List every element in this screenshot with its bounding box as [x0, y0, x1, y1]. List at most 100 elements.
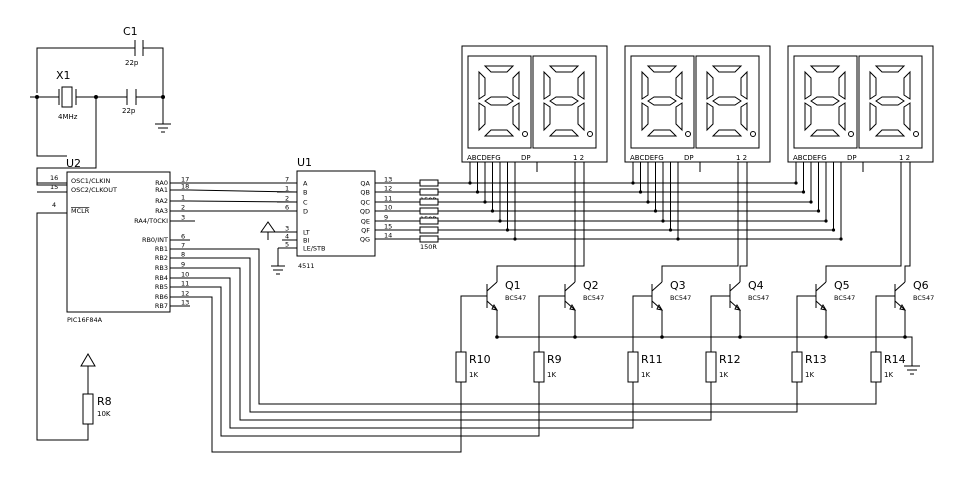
u1-part: 4511 — [298, 262, 315, 270]
u2-pin-num: 6 — [181, 233, 185, 241]
display-segment — [483, 65, 515, 73]
segment-resistor — [419, 217, 439, 225]
u1-pin-num: 14 — [384, 232, 392, 240]
u1-pin-name: QE — [361, 218, 370, 226]
display-digit-pins: 1 2 — [899, 154, 910, 162]
wire-digit-drive — [190, 286, 540, 437]
resistor-ref: R11 — [641, 353, 663, 366]
u1-pin-num: 6 — [285, 204, 289, 212]
segment-resistor — [419, 226, 439, 234]
ground-icon — [904, 365, 920, 375]
oscillator-section: C1 22p X1 4MHz 22p — [30, 25, 171, 186]
ground-icon — [271, 248, 285, 275]
wire-digit-drive — [190, 296, 462, 453]
transistor-part: BC547 — [670, 294, 691, 302]
u2-pin-num: 10 — [181, 271, 189, 279]
transistor-ref: Q5 — [834, 279, 850, 292]
emitter-arrow-icon — [899, 303, 907, 311]
wire-base — [460, 295, 487, 352]
wire-digit-select — [904, 162, 911, 282]
wire-base — [710, 295, 730, 352]
display-segment — [641, 70, 649, 100]
u1-pins: 7A1B2C6D3LT4BI5LE/STB13QA150R12QB150R11Q… — [277, 176, 439, 253]
u1-pin-name: QF — [361, 227, 370, 235]
mclr-circuit: R8 10K — [36, 212, 112, 441]
display-segment — [484, 96, 514, 106]
u1-pin-name: LE/STB — [303, 245, 325, 253]
display-segment — [875, 96, 905, 106]
display-segment — [874, 65, 906, 73]
transistor-emitter — [486, 300, 498, 311]
u1-pin-name: QD — [360, 208, 370, 216]
u2-pin-num: 17 — [181, 176, 189, 184]
wire-lt — [267, 231, 282, 240]
display-segment — [641, 102, 649, 132]
digit-window — [532, 55, 597, 149]
display-segment — [903, 70, 911, 100]
wire-c1 — [36, 47, 164, 97]
u1-pin-name: QC — [360, 199, 370, 207]
u2-pin-name: RB4 — [155, 274, 168, 282]
segment-resistor-value: 150R — [420, 243, 437, 251]
wire-digit-select — [574, 162, 585, 282]
decimal-point — [913, 131, 919, 137]
transistor-collector — [815, 281, 827, 292]
wire-digit-select — [825, 162, 902, 282]
display-segment — [512, 70, 520, 100]
display-segment — [478, 70, 486, 100]
u2-pin-num: 2 — [181, 204, 185, 212]
u1-pin-num: 7 — [285, 176, 289, 184]
u2-pin-num: 13 — [181, 299, 189, 307]
r8-value: 10K — [97, 410, 111, 418]
u1-pin-num: 15 — [384, 223, 392, 231]
u2-ref: U2 — [66, 157, 81, 170]
display-segment — [869, 70, 877, 100]
wire-base — [632, 295, 652, 352]
segment-resistor — [419, 198, 439, 206]
display-dp-pin: DP — [521, 154, 531, 162]
display-segment — [711, 129, 743, 137]
r8-body — [82, 393, 94, 425]
display-segment — [478, 102, 486, 132]
emitter-arrow-icon — [569, 303, 577, 311]
display-segment — [543, 70, 551, 100]
decimal-point — [848, 131, 854, 137]
transistor-collector — [894, 281, 906, 292]
transistor-collector — [729, 281, 741, 292]
u1-pin-name: QA — [360, 180, 370, 188]
wire-digit-select — [496, 162, 576, 282]
digit-window — [467, 55, 532, 149]
display-segment — [647, 96, 677, 106]
u1-pin-name: D — [303, 208, 308, 216]
wire-digit-select — [739, 162, 748, 282]
u2-pin-num: 8 — [181, 251, 185, 259]
transistor-part: BC547 — [505, 294, 526, 302]
segment-resistor — [419, 179, 439, 187]
wire-mclr — [36, 212, 89, 441]
u1-pin-name: B — [303, 189, 307, 197]
x1-value: 4MHz — [58, 113, 78, 121]
u1-pin-num: 3 — [285, 225, 289, 233]
resistor-ref: R13 — [805, 353, 827, 366]
u1-pin-name: QB — [360, 189, 370, 197]
resistor-value: 1K — [805, 371, 814, 379]
transistor-part: BC547 — [913, 294, 934, 302]
wire-osc2 — [36, 97, 97, 186]
display-digit-pins: 1 2 — [736, 154, 747, 162]
resistor-ref: R12 — [719, 353, 741, 366]
u1-pin-num: 5 — [285, 241, 289, 249]
segment-resistor — [419, 188, 439, 196]
c1-ref: C1 — [123, 25, 138, 38]
display-segment — [809, 65, 841, 73]
u2-pin-num: 9 — [181, 261, 185, 269]
wire-bcd — [189, 189, 298, 193]
u2-pin-name: RB7 — [155, 302, 168, 310]
